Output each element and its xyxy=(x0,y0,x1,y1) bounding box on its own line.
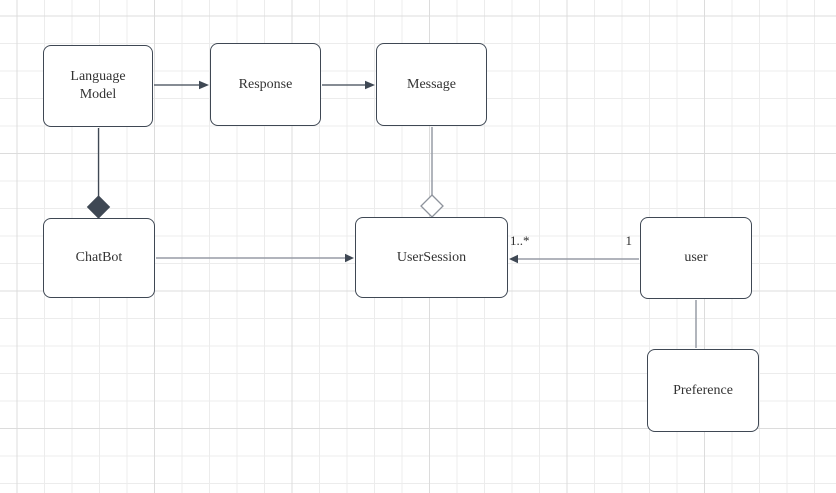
node-label: Preference xyxy=(673,382,733,398)
arrowhead-icon xyxy=(365,80,375,90)
arrowhead-icon xyxy=(345,253,354,263)
node-language-model[interactable]: Language Model xyxy=(43,45,153,127)
node-label: Response xyxy=(238,76,293,92)
node-label: UserSession xyxy=(396,249,467,265)
node-chatbot[interactable]: ChatBot xyxy=(43,218,155,298)
node-label: ChatBot xyxy=(75,250,123,265)
node-usersession[interactable]: UserSession xyxy=(355,217,508,298)
edge-user-usersession[interactable] xyxy=(509,254,639,264)
node-label: user xyxy=(684,250,708,265)
arrowhead-icon xyxy=(199,80,209,90)
edge-response-message[interactable] xyxy=(322,80,375,90)
node-response[interactable]: Response xyxy=(210,43,321,126)
edge-languagemodel-chatbot[interactable] xyxy=(86,128,111,219)
node-label: Language Model xyxy=(70,69,126,102)
composition-diamond-icon xyxy=(86,195,111,219)
node-user[interactable]: user xyxy=(640,217,752,299)
edge-chatbot-usersession[interactable] xyxy=(156,253,354,263)
node-preference[interactable]: Preference xyxy=(647,349,759,432)
aggregation-diamond-icon xyxy=(420,194,444,218)
arrowhead-icon xyxy=(509,254,518,264)
multiplicity-label-one-to-many[interactable]: 1..* xyxy=(510,233,530,248)
edge-message-usersession[interactable] xyxy=(420,127,444,218)
multiplicity-label-one[interactable]: 1 xyxy=(625,233,633,248)
edge-languagemodel-response[interactable] xyxy=(154,80,209,90)
node-message[interactable]: Message xyxy=(376,43,487,126)
node-label: Message xyxy=(407,76,456,92)
